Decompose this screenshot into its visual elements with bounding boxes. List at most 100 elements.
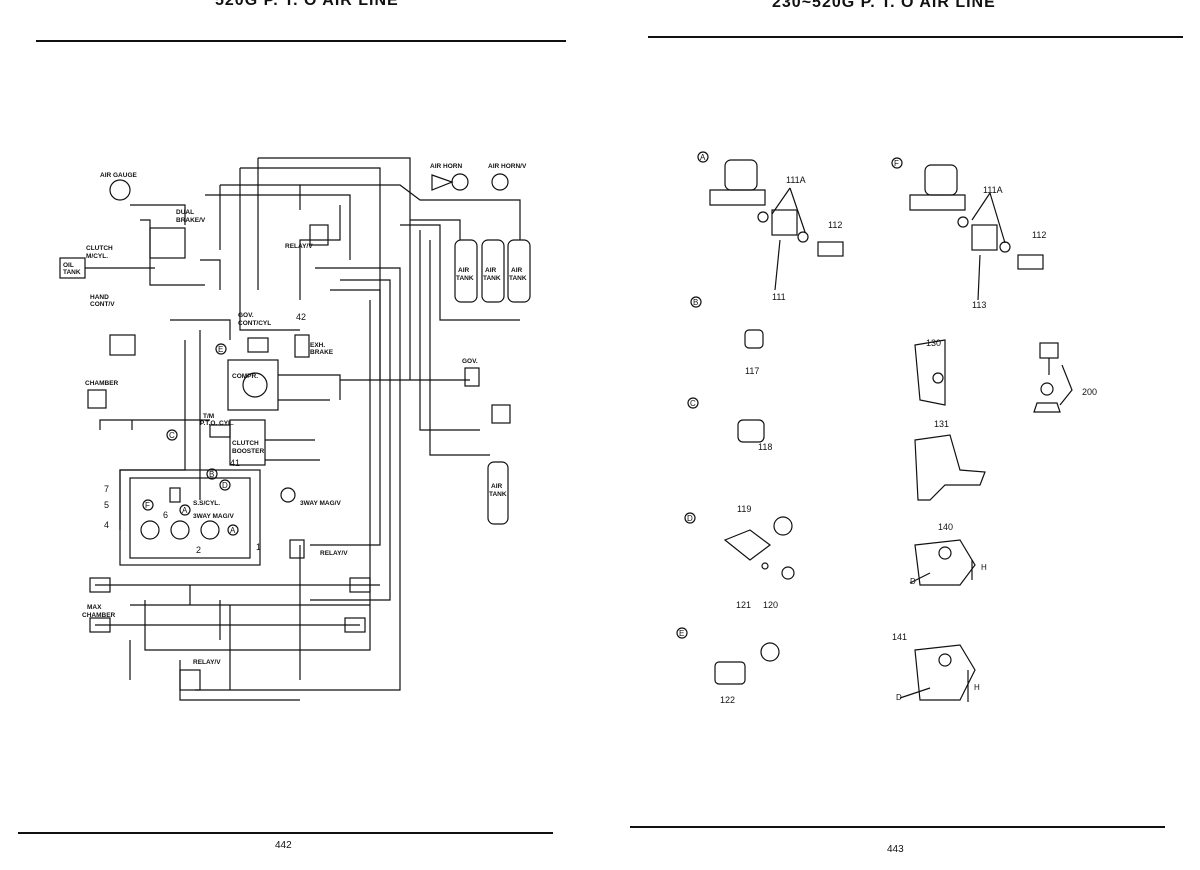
left-page: 520G P. T. O AIR LINE [18, 0, 566, 851]
part-label-131: 131 [934, 419, 949, 429]
part-120-icon [781, 566, 795, 580]
group-b-letter: B [693, 298, 698, 307]
chamber-right-icon [491, 404, 511, 424]
part-111a-f-ring2-icon [999, 241, 1011, 253]
part-113-icon [971, 224, 998, 251]
relay-valve-mid-icon [289, 539, 305, 559]
part-111a-f-ring1-icon [957, 216, 969, 228]
letter-f: F [145, 501, 150, 510]
part-141-icon [914, 644, 976, 701]
air-horn-bell-icon [431, 174, 454, 191]
label-compr: COMPR. [232, 373, 258, 380]
label-max: MAX [87, 604, 102, 611]
label-air-tank-side-2: TANK [489, 491, 507, 498]
hand-control-valve-icon [109, 334, 136, 356]
label-cont-v: CONT/V [90, 301, 115, 308]
label-air-tank-3a: AIR [511, 267, 523, 274]
label-air-tank-3b: TANK [509, 275, 527, 282]
part-valve-f-base-icon [909, 194, 966, 211]
part-200-washer-icon [1040, 382, 1054, 396]
part-label-120: 120 [763, 600, 778, 610]
ss-cylinder-icon [169, 487, 181, 503]
label-relay-mid: RELAY/V [320, 550, 348, 557]
part-label-140: 140 [938, 522, 953, 532]
callout-2: 2 [196, 545, 201, 555]
callout-41: 41 [230, 458, 240, 468]
group-c-letter: C [690, 399, 696, 408]
parts-exploded-view: A 111A 112 111 F 111A 112 113 B 117 C 11… [676, 151, 1097, 705]
callout-7: 7 [104, 484, 109, 494]
label-air-horn-v: AIR HORN/V [488, 163, 527, 170]
part-label-111: 111 [772, 292, 786, 302]
label-air-tank-2a: AIR [485, 267, 497, 274]
chamber-bottom-right-icon [349, 577, 371, 593]
part-111-icon [771, 209, 798, 236]
part-label-122: 122 [720, 695, 735, 705]
group-a-letter: A [700, 153, 706, 162]
relay-valve-top-icon [309, 224, 329, 246]
label-air-gauge: AIR GAUGE [100, 172, 138, 179]
label-air-tank-2b: TANK [483, 275, 501, 282]
label-pto-cyl: P.T.O. CYL. [200, 420, 234, 427]
callout-circle-c [166, 429, 178, 441]
part-valve-a-base-icon [709, 189, 766, 206]
right-page: 230~520G P. T. O AIR LINE [600, 0, 1200, 870]
group-e-circle [676, 627, 688, 639]
right-page-header: 230~520G P. T. O AIR LINE [772, 0, 996, 11]
callout-6: 6 [163, 510, 168, 520]
right-footer-rule [630, 826, 1165, 828]
part-117-icon [744, 329, 764, 349]
chamber-bottom-right2-icon [344, 617, 366, 633]
label-oil: OIL [63, 262, 74, 269]
callout-circle-e [215, 343, 227, 355]
part-label-121: 121 [736, 600, 751, 610]
clutch-booster-icon [229, 419, 266, 466]
air-horn-valve-icon [491, 173, 509, 191]
label-clutch: CLUTCH [86, 245, 113, 252]
part-131-icon [914, 434, 986, 501]
left-page-header: 520G P. T. O AIR LINE [215, 0, 399, 9]
label-max-chamber: CHAMBER [82, 612, 116, 619]
label-gov: GOV. [238, 312, 254, 319]
label-ss-cyl: S.S/CYL. [193, 500, 220, 507]
part-label-119: 119 [737, 504, 751, 514]
label-chamber: CHAMBER [85, 380, 119, 387]
label-cont-cyl: CONT/CYL [238, 320, 271, 327]
part-112-f-icon [1017, 254, 1044, 270]
letter-a2: A [230, 526, 236, 535]
part-label-141: 141 [892, 632, 907, 642]
letter-b: B [209, 470, 214, 479]
callout-4: 4 [104, 520, 109, 530]
part-group-a [697, 151, 844, 291]
air-line-schematic: AIR GAUGE DUAL BRAKE/V CLUTCH M/CYL. OIL… [59, 157, 531, 701]
letter-e: E [218, 345, 223, 354]
label-gov-right: GOV. [462, 358, 478, 365]
callout-1: 1 [256, 542, 261, 552]
pto-box [119, 469, 261, 566]
max-chamber-bottom-icon [89, 617, 111, 633]
part-valve-a-icon [724, 159, 758, 191]
letter-c: C [169, 431, 175, 440]
label-relay-bottom: RELAY/V [193, 659, 221, 666]
label-brake: BRAKE [310, 349, 334, 356]
part-label-111a: 111A [786, 175, 806, 185]
callout-circle-d [219, 479, 231, 491]
label-brake-v: BRAKE/V [176, 217, 206, 224]
group-e-letter: E [679, 629, 684, 638]
part-nut-e-icon [760, 642, 780, 662]
governor-icon [464, 367, 480, 387]
air-tank-side-icon [487, 461, 509, 525]
part-label-111a-f: 111A [983, 185, 1003, 195]
part-label-200: 200 [1082, 387, 1097, 397]
right-header-rule [648, 36, 1183, 38]
part-112-icon [817, 241, 844, 257]
part-121-icon [761, 562, 769, 570]
part-group-f [891, 157, 1044, 301]
pipe-network [85, 157, 521, 701]
part-label-117: 117 [745, 366, 759, 376]
part-nut-d-icon [773, 516, 793, 536]
air-gauge-icon [109, 179, 131, 201]
group-a-circle [697, 151, 709, 163]
group-c-circle [687, 397, 699, 409]
max-chamber-top-icon [89, 577, 111, 593]
